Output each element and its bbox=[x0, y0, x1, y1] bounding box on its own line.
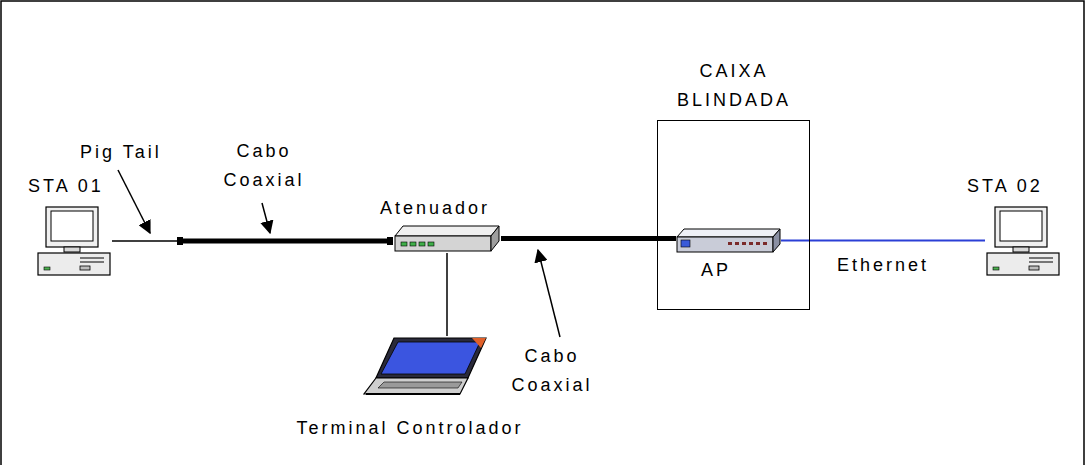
node-label: Terminal Controlador bbox=[296, 418, 523, 440]
node-label: Atenuador bbox=[380, 198, 490, 220]
edge-label: Ethernet bbox=[837, 255, 929, 277]
node-label: STA 02 bbox=[967, 176, 1043, 198]
access-point-graphic bbox=[676, 228, 781, 253]
laptop-icon-graphic bbox=[362, 336, 488, 396]
cable bbox=[447, 253, 448, 336]
attenuator-device-graphic bbox=[393, 224, 501, 253]
part-label: Cabo Coaxial bbox=[511, 342, 592, 400]
node-label: CAIXA BLINDADA bbox=[677, 57, 791, 115]
shielded-box: CAIXA BLINDADAAP bbox=[657, 120, 810, 310]
leader-arrow bbox=[118, 170, 150, 233]
access-point: AP bbox=[676, 228, 781, 253]
computer-icon: STA 02 bbox=[985, 205, 1061, 277]
cable bbox=[112, 241, 393, 242]
laptop-icon: Terminal Controlador bbox=[362, 336, 488, 396]
computer-icon-graphic bbox=[36, 205, 112, 277]
cable bbox=[781, 240, 985, 241]
part-label: Pig Tail bbox=[80, 142, 162, 164]
attenuator-device: Atenuador bbox=[393, 224, 501, 253]
computer-icon-graphic bbox=[985, 205, 1061, 277]
computer-icon: STA 01 bbox=[36, 205, 112, 277]
leader-arrow bbox=[262, 203, 270, 233]
node-label: AP bbox=[701, 260, 731, 282]
leader-arrow bbox=[538, 250, 560, 337]
cable bbox=[501, 238, 676, 239]
node-label: STA 01 bbox=[28, 176, 104, 198]
part-label: Cabo Coaxial bbox=[223, 137, 304, 195]
